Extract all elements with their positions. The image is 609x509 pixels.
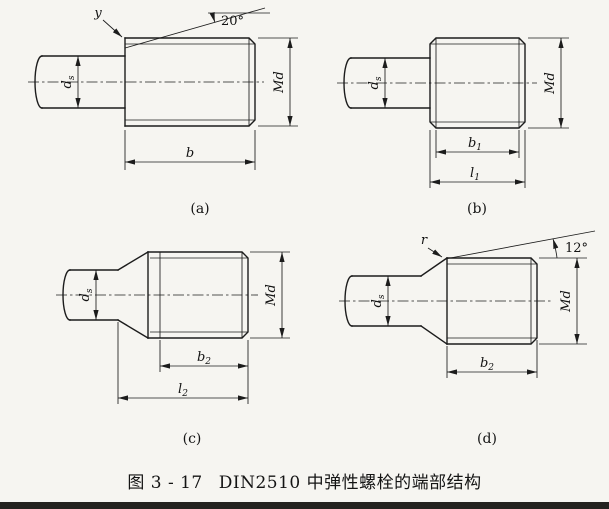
panel-label-c: (c)	[183, 431, 202, 447]
thread-lines	[125, 38, 255, 126]
figure-caption-number: 图 3 - 17	[127, 473, 203, 493]
dim-label-ds: ds	[60, 75, 77, 88]
dim-label-l2: l2	[178, 382, 188, 399]
bolt-outline	[34, 37, 256, 127]
panel-b-drawing: ds Md b1 l1 (b)	[337, 37, 569, 217]
dim-label-b2: b2	[480, 356, 494, 373]
dim-label-md: Md	[272, 71, 287, 94]
figure-caption-title: DIN2510 中弹性螺栓的端部结构	[218, 473, 482, 493]
dimension-lines	[382, 37, 569, 188]
dimension-lines	[385, 258, 587, 378]
leader-line	[427, 247, 443, 258]
dim-label-b1: b1	[468, 136, 482, 153]
dimension-lines	[93, 251, 290, 404]
panel-c-drawing: ds Md b2 l2 (c)	[56, 251, 290, 447]
dim-label-md: Md	[264, 284, 279, 307]
dimension-lines	[75, 37, 298, 170]
dim-label-b2: b2	[197, 350, 211, 367]
bolt-outline	[62, 251, 249, 339]
y-notch-label: y	[93, 6, 102, 21]
panel-d-drawing: r 12° ds Md b2 (d)	[339, 230, 596, 447]
angle-label: 12°	[565, 241, 588, 256]
figure-caption: 图 3 - 17 DIN2510 中弹性螺栓的端部结构	[0, 468, 609, 493]
thread-lines	[150, 252, 248, 338]
angle-annotation	[124, 7, 270, 49]
dim-label-l1: l1	[470, 166, 480, 183]
dim-label-ds: ds	[78, 288, 95, 301]
thread-lines	[447, 258, 537, 344]
leader-line	[102, 19, 123, 38]
thread-lines	[430, 38, 525, 128]
dim-label-b: b	[186, 146, 194, 161]
panel-label-d: (d)	[477, 431, 497, 447]
scan-edge-bar	[0, 502, 609, 509]
dim-label-ds: ds	[370, 294, 387, 307]
angle-label: 20°	[221, 14, 244, 29]
dim-label-ds: ds	[367, 76, 384, 89]
panel-a-drawing: y 20° ds Md b (a)	[28, 6, 298, 217]
dim-label-md: Md	[559, 290, 574, 313]
radius-label: r	[421, 233, 428, 248]
panel-label-a: (a)	[190, 201, 209, 217]
panel-label-b: (b)	[467, 201, 487, 217]
dim-label-md: Md	[543, 72, 558, 95]
